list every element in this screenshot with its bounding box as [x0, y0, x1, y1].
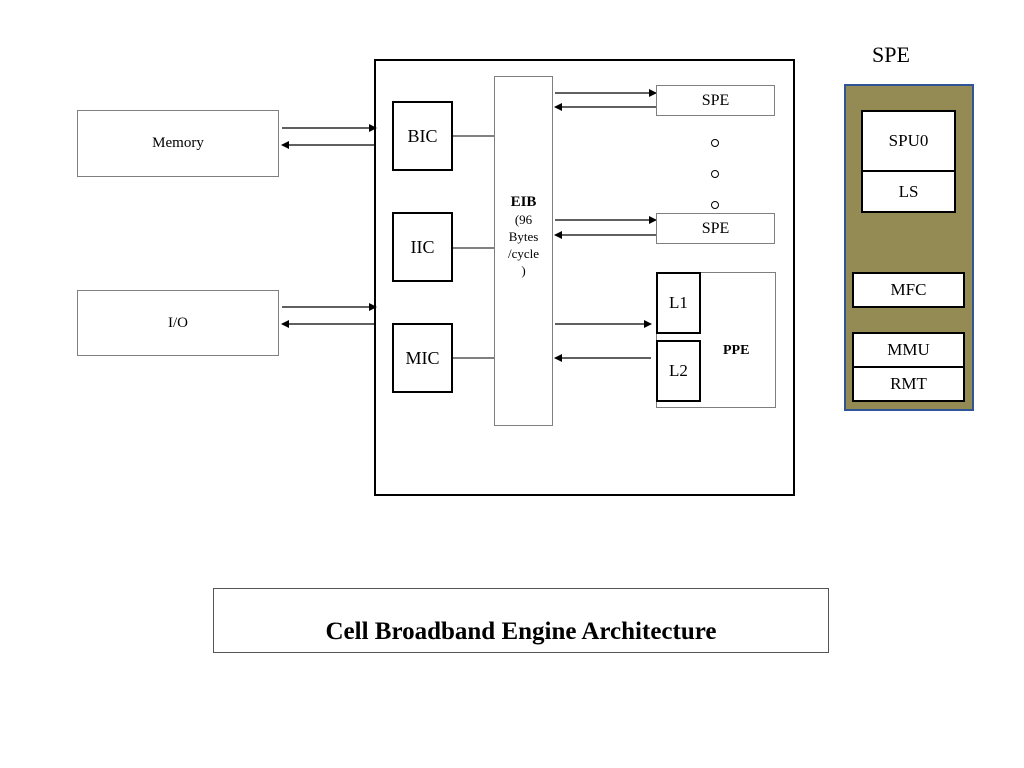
- eib-detail-4: ): [521, 263, 526, 278]
- spe-bottom-label: SPE: [701, 219, 730, 237]
- caption-box: Cell Broadband Engine Architecture: [213, 588, 829, 653]
- memory-block: Memory: [77, 110, 279, 177]
- spe-top-label: SPE: [701, 91, 730, 109]
- spe-top-block: SPE: [656, 85, 775, 116]
- bic-block: BIC: [392, 101, 453, 171]
- mic-block: MIC: [392, 323, 453, 393]
- rmt-block: RMT: [852, 366, 965, 402]
- ls-block: LS: [861, 170, 956, 213]
- spu-label: SPU0: [888, 131, 929, 150]
- eib-detail-3: /cycle: [507, 246, 540, 261]
- io-block: I/O: [77, 290, 279, 356]
- l2-block: L2: [656, 340, 701, 402]
- ellipsis-dot-3: [711, 201, 719, 209]
- chip-outline: [374, 59, 795, 496]
- eib-bus: EIB (96 Bytes /cycle ): [494, 76, 553, 426]
- mmu-label: MMU: [887, 340, 930, 359]
- rmt-label: RMT: [890, 374, 927, 393]
- ellipsis-dot-2: [711, 170, 719, 178]
- l1-block: L1: [656, 272, 701, 334]
- spe-detail-heading: SPE: [872, 42, 910, 67]
- l2-label: L2: [669, 361, 688, 380]
- eib-detail-1: (96: [514, 212, 533, 227]
- iic-label: IIC: [410, 236, 435, 257]
- iic-block: IIC: [392, 212, 453, 282]
- mfc-label: MFC: [890, 280, 927, 299]
- eib-title: EIB: [510, 194, 537, 210]
- io-label: I/O: [168, 314, 188, 331]
- l1-label: L1: [669, 293, 688, 312]
- bic-label: BIC: [407, 125, 438, 146]
- mmu-block: MMU: [852, 332, 965, 368]
- mfc-block: MFC: [852, 272, 965, 308]
- memory-label: Memory: [152, 135, 204, 151]
- ppe-label: PPE: [723, 343, 750, 358]
- caption-text: Cell Broadband Engine Architecture: [325, 617, 717, 645]
- spu-block: SPU0: [861, 110, 956, 172]
- spe-bottom-block: SPE: [656, 213, 775, 244]
- ls-label: LS: [898, 181, 919, 201]
- eib-detail-2: Bytes: [508, 229, 539, 244]
- mic-label: MIC: [405, 347, 440, 368]
- ellipsis-dot-1: [711, 139, 719, 147]
